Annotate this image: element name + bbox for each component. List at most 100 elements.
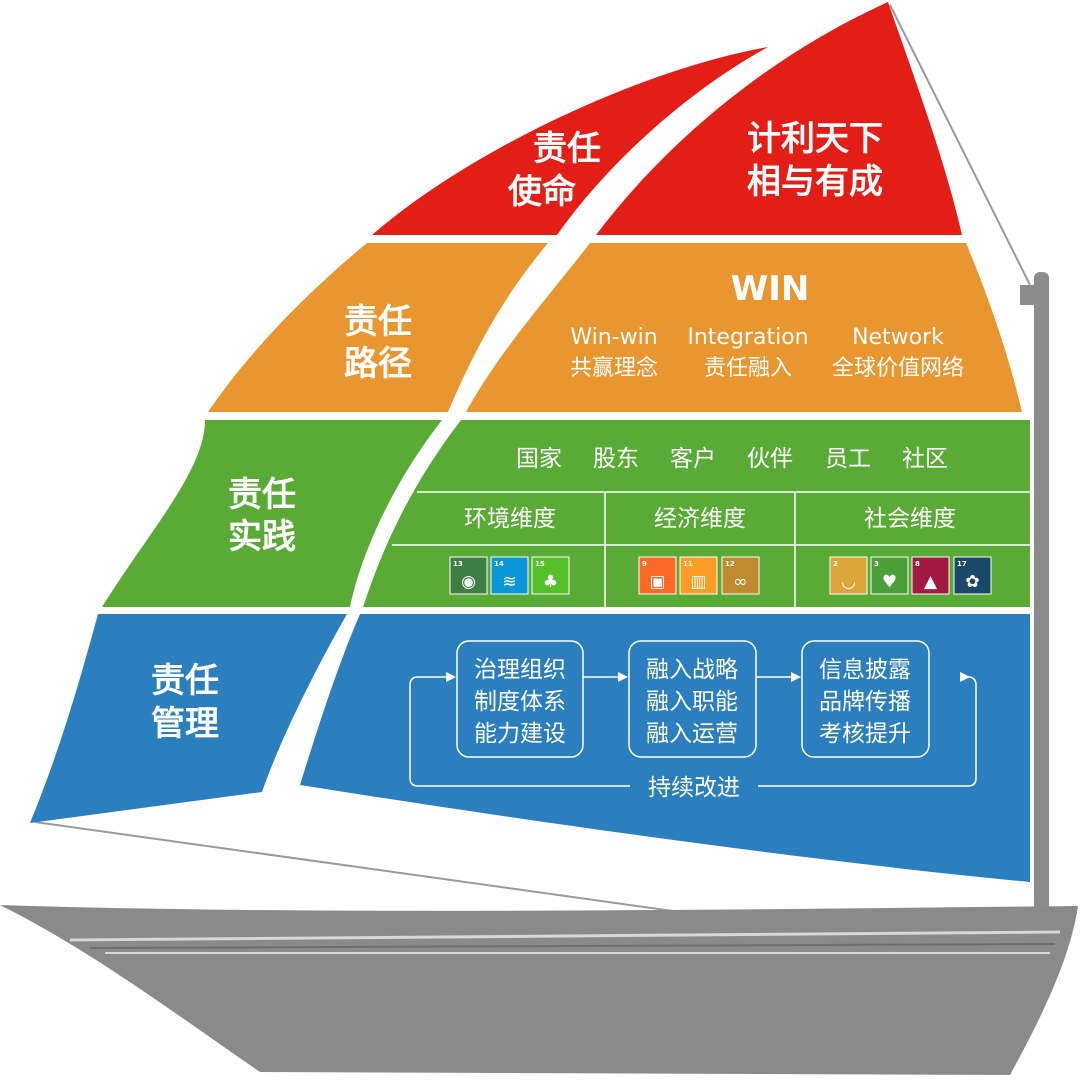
management-boxes [456,640,930,758]
sdg-tile-bg [531,556,570,595]
sdg-icon-row: 13◉14≋15♣9▣11▥12∞2◡3♥8▲17✿ [449,556,992,595]
sdg-tile-bg [449,556,488,595]
mgmt-box3-line2: 品牌传播 [819,689,911,715]
management-title-line1: 责任 [151,661,219,701]
rigging-line-top [889,4,1031,286]
sdg-glyph: ♥ [882,572,897,592]
path-item-en-3: Network [852,325,944,350]
sdg-glyph: ∞ [733,572,747,592]
mgmt-box3-line1: 信息披露 [819,657,911,683]
path-item-en-1: Win-win [570,325,657,350]
path-item-zh-1: 共赢理念 [570,356,658,381]
loop-label: 持续改进 [648,775,740,801]
stakeholder-row: 国家 股东 客户 伙伴 员工 社区 [516,446,948,472]
fore-sail-management [30,614,347,823]
sdg-glyph: ≋ [502,572,516,592]
stakeholder-4: 伙伴 [747,446,793,472]
sdg-tile-bg [870,556,909,595]
sdg-tile-bg [679,556,718,595]
management-box-3 [801,640,930,758]
mgmt-box1-line2: 制度体系 [474,689,566,715]
fore-sail-practice [102,420,442,607]
sdg-glyph: ♣ [543,572,558,592]
sdg-glyph: ▣ [649,572,665,592]
sdg-number: 13 [453,560,463,568]
fore-sail-path [208,243,548,412]
eye-globe-icon: 13 ◉ [449,556,488,595]
sdg-glyph: ◉ [461,572,476,592]
tree-icon: 15 ♣ [531,556,570,595]
sdg-number: 15 [535,560,545,568]
cubes-icon: 9▣ [638,556,677,595]
path-title-line2: 路径 [344,344,412,384]
mgmt-box2-line2: 融入职能 [646,689,738,715]
stakeholder-6: 社区 [902,446,948,472]
sdg-tile-bg [829,556,868,595]
hull-stripe-2 [89,943,1056,949]
dimension-society: 社会维度 [864,506,956,532]
dimension-economy: 经济维度 [654,506,746,532]
infinity-icon: 12 ∞ [721,556,760,595]
sdg-tile-bg [953,556,992,595]
rigging-line-bottom [34,821,681,913]
improvement-loop [409,676,977,787]
mission-content-line1: 计利天下 [747,119,883,159]
mgmt-box2-line3: 融入运营 [646,721,738,747]
path-title-line1: 责任 [344,302,412,342]
path-headline: WIN [731,269,810,309]
practice-title-line1: 责任 [228,475,296,515]
path-item-en-2: Integration [687,325,808,350]
stakeholder-2: 股东 [593,446,639,472]
mast [1034,272,1049,912]
dimension-environment: 环境维度 [464,506,556,532]
loop-right-path [758,676,977,787]
main-sail-path [466,243,1022,412]
heartbeat-icon: 3♥ [870,556,909,595]
sdg-tile-bg [638,556,677,595]
mast-bracket [1020,285,1038,305]
mgmt-box2-line1: 融入战略 [646,657,738,683]
city-icon: 11▥ [679,556,718,595]
main-sail-mission [596,2,962,235]
arrowhead-4 [960,672,970,682]
path-item-zh-3: 全球价值网络 [832,356,964,381]
sdg-glyph: ▲ [924,572,938,592]
management-box-2 [628,640,757,758]
flower-icon: 17 ✿ [953,556,992,595]
mgmt-box1-line1: 治理组织 [474,657,566,683]
loop-arrowheads [446,672,970,682]
practice-title-line2: 实践 [228,517,296,557]
management-title-line2: 管理 [151,704,219,744]
growth-chart-icon: 8▲ [911,556,950,595]
arrowhead-2 [618,672,628,682]
sdg-number: 2 [833,560,838,568]
stakeholder-3: 客户 [670,446,716,472]
sdg-number: 14 [494,560,504,568]
sdg-number: 17 [957,560,967,568]
sdg-tile-bg [911,556,950,595]
sdg-number: 9 [642,560,647,568]
sdg-number: 8 [915,560,920,568]
sdg-number: 3 [874,560,879,568]
hull [0,905,1078,1075]
fore-sail-mission [372,47,768,235]
sdg-glyph: ✿ [965,572,979,592]
hull-stripe-1 [69,930,1061,942]
mgmt-box1-line3: 能力建设 [474,721,566,747]
stakeholder-5: 员工 [825,446,871,472]
fish-icon: 14 ≋ [490,556,529,595]
stakeholder-1: 国家 [516,446,562,472]
mission-content-line2: 相与有成 [747,162,883,202]
arrowhead-1 [446,672,456,682]
mission-title-line2: 使命 [507,172,576,212]
sdg-glyph: ▥ [690,572,706,592]
sdg-tile-bg [490,556,529,595]
sdg-number: 12 [725,560,735,568]
path-item-zh-2: 责任融入 [704,356,792,381]
mgmt-box3-line3: 考核提升 [819,721,911,747]
sdg-tile-bg [721,556,760,595]
bowl-icon: 2◡ [829,556,868,595]
sdg-glyph: ◡ [841,572,856,592]
